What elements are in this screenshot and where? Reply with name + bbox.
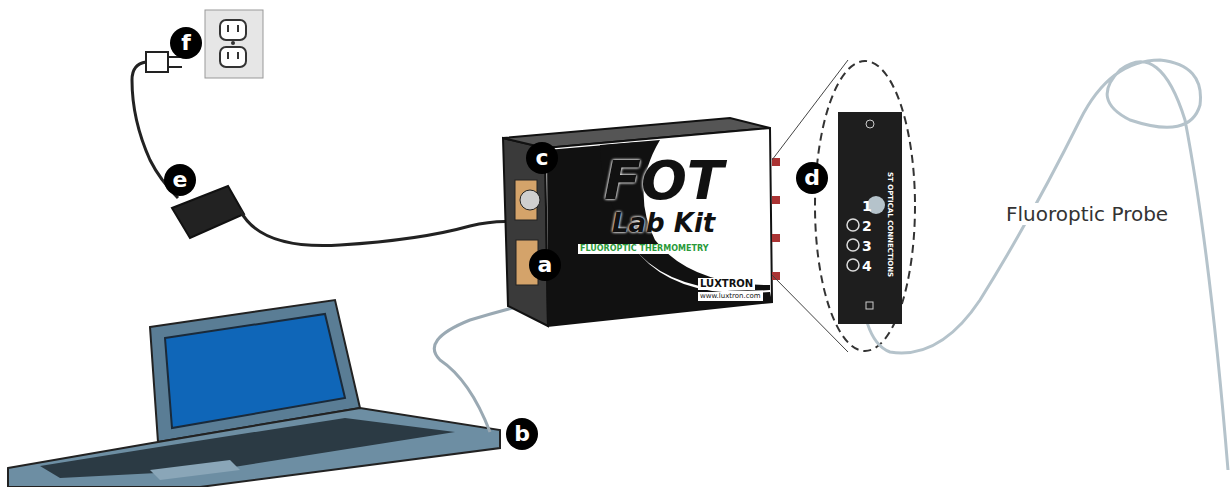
laptop xyxy=(8,298,555,487)
probe-label: Fluoroptic Probe xyxy=(1003,203,1171,225)
callout-letter: f xyxy=(170,27,202,59)
callout-letter: b xyxy=(506,418,538,450)
optical-panel: 1 2 3 4 ST OPTICAL CONNECTIONS xyxy=(838,112,902,324)
callout-letter: e xyxy=(164,164,196,196)
callout-letter: d xyxy=(796,162,828,194)
wall-outlet xyxy=(205,10,263,78)
fot-lab-kit-box xyxy=(503,118,780,326)
product-name: FOT xyxy=(604,154,724,208)
brand-url: www.luxtron.com xyxy=(698,292,763,301)
panel-title: ST OPTICAL CONNECTIONS xyxy=(886,172,893,277)
port-number: 4 xyxy=(862,259,872,273)
zoom-inset xyxy=(772,60,915,352)
product-tagline: FLUOROPTIC THERMOMETRY xyxy=(578,244,710,254)
port-number: 2 xyxy=(862,219,872,233)
brand-name: LUXTRON xyxy=(698,278,755,290)
product-subtitle: Lab Kit xyxy=(612,210,715,236)
callout-letter: c xyxy=(526,142,558,174)
power-adapter xyxy=(172,186,545,246)
callout-letter: a xyxy=(529,249,561,281)
fluoroptic-probe-fiber xyxy=(860,60,1228,470)
port-number: 1 xyxy=(862,199,872,213)
port-number: 3 xyxy=(862,239,872,253)
device-box: FOTLab KitFLUOROPTIC THERMOMETRY LUXTRON w… xyxy=(548,150,770,322)
